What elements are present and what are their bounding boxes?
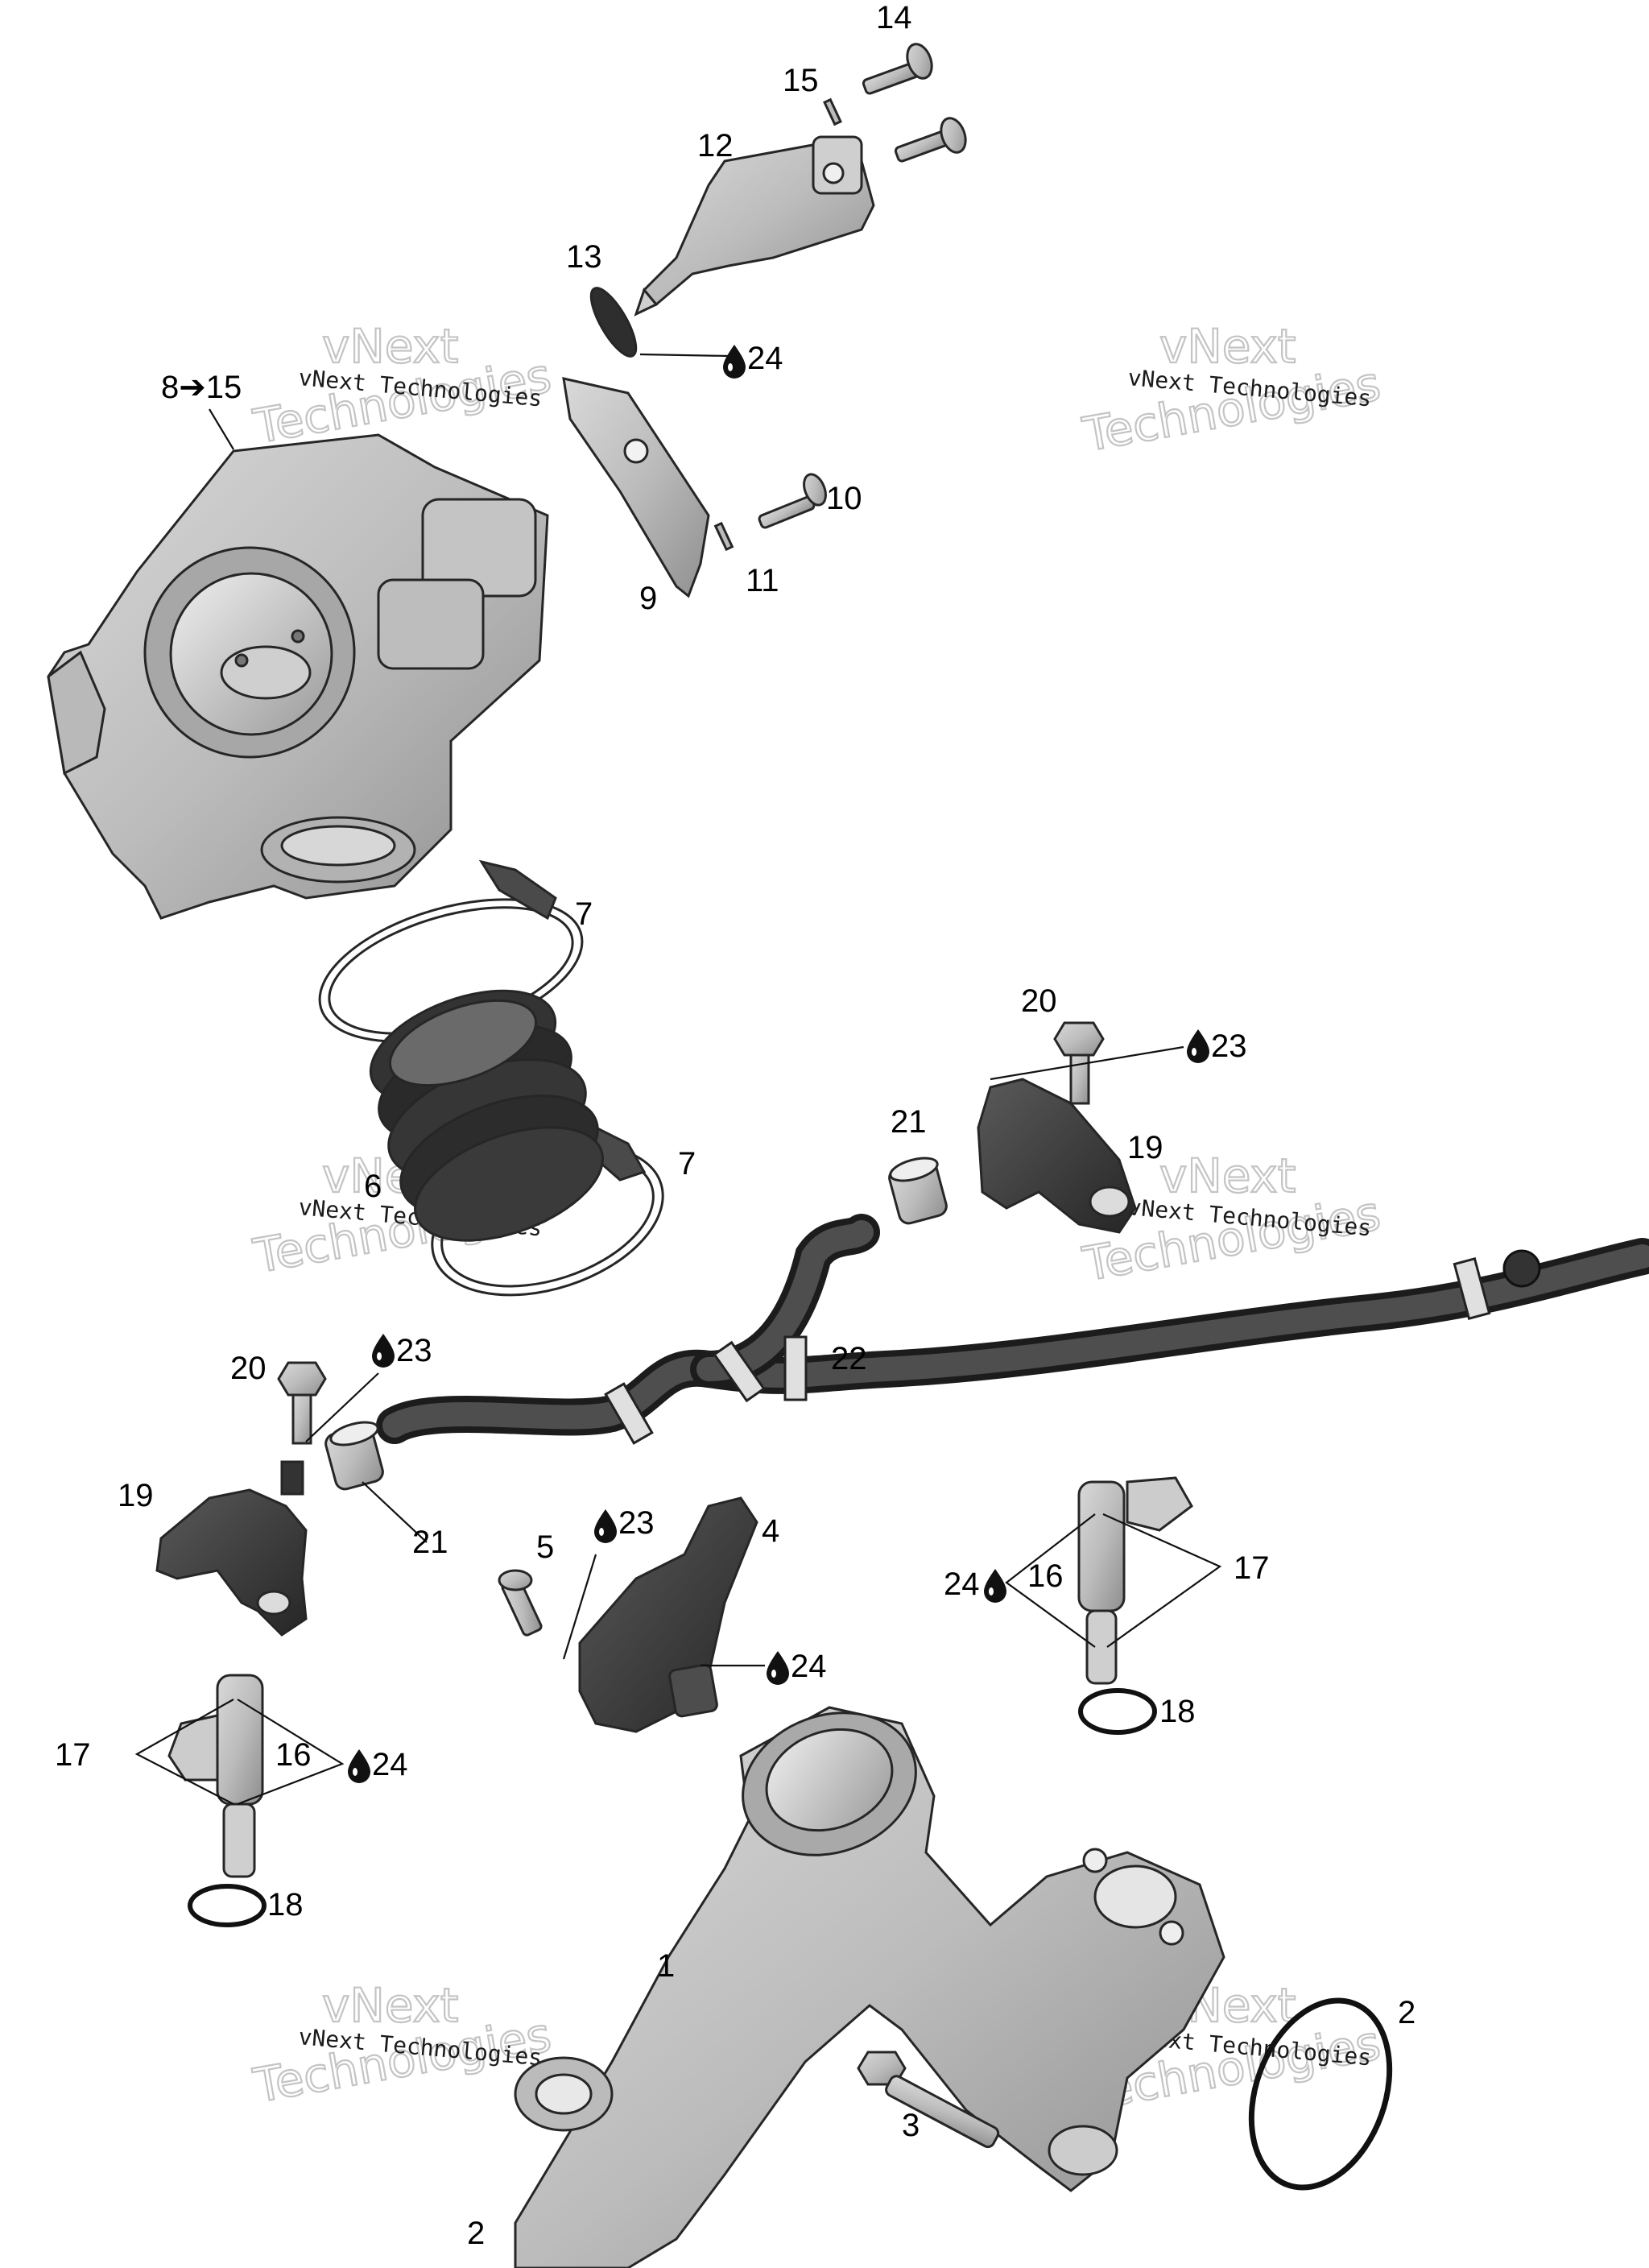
callout-24: 24 [791, 1649, 827, 1684]
oil-drop-icon-24d [348, 1749, 370, 1783]
bracket-19-upper [977, 1078, 1137, 1234]
callout-24: 24 [747, 341, 783, 376]
fuel-hose-22 [376, 1214, 1649, 1445]
fitting-21-lower [324, 1421, 384, 1491]
callout-6: 6 [364, 1169, 382, 1204]
callout-17: 17 [55, 1737, 91, 1773]
callout-20: 20 [230, 1351, 267, 1386]
bracket-19-lower [155, 1460, 308, 1637]
screw-5 [498, 1569, 543, 1637]
callout-19: 19 [118, 1478, 154, 1513]
callout-12: 12 [697, 128, 734, 163]
oil-drop-icon-24c [984, 1569, 1006, 1603]
sensor-4 [578, 1496, 758, 1733]
callout-23: 23 [618, 1505, 655, 1541]
callout-9: 9 [639, 581, 657, 616]
callout-22: 22 [831, 1341, 867, 1376]
o-ring-18-left [188, 1884, 267, 1927]
fitting-21-upper [888, 1157, 948, 1225]
callout-17: 17 [1234, 1550, 1270, 1586]
bolt-20-upper [1053, 1021, 1105, 1105]
watermark-bottom-left: vNext Technologies vNext Technologies [249, 1977, 556, 2114]
callout-23: 23 [1211, 1028, 1247, 1064]
callout-19: 19 [1127, 1130, 1163, 1165]
callout-24: 24 [372, 1747, 408, 1782]
callout-21: 21 [891, 1104, 927, 1140]
intake-boot-6 [369, 989, 604, 1242]
bolt-20-lower [277, 1361, 327, 1445]
spacer-11 [713, 521, 734, 552]
bolt-3 [857, 2051, 1000, 2149]
callout-23: 23 [396, 1333, 432, 1368]
callout-14: 14 [876, 0, 912, 35]
callout-5: 5 [536, 1529, 554, 1565]
screw-10 [758, 473, 827, 529]
oil-drop-icon-23b [372, 1334, 395, 1368]
callout-8-15: 8➔15 [161, 370, 242, 405]
washer-15 [823, 97, 842, 126]
callout-3: 3 [902, 2108, 920, 2143]
callout-16: 16 [275, 1737, 312, 1773]
watermark-brand: vNext [1159, 1148, 1296, 1203]
callout-7: 7 [678, 1146, 696, 1182]
oil-drop-icon-24a [723, 345, 746, 379]
callout-11: 11 [746, 563, 779, 598]
callout-15: 15 [783, 63, 819, 98]
injector-16-right [1077, 1476, 1193, 1685]
watermark-brand: vNext [1159, 319, 1296, 374]
callout-16: 16 [1027, 1558, 1064, 1594]
callout-18: 18 [1159, 1694, 1196, 1729]
callout-21: 21 [412, 1525, 448, 1560]
watermark-top-right: vNext Technologies vNext Technologies [1078, 318, 1386, 463]
watermark-top-left: vNext Technologies vNext Technologies [249, 318, 556, 455]
callout-2: 2 [467, 2216, 485, 2251]
intake-manifold-1 [514, 1706, 1225, 2268]
callout-7: 7 [575, 896, 593, 932]
callout-10: 10 [826, 481, 862, 516]
o-ring-18-right [1078, 1688, 1157, 1735]
adapter-plate-9 [562, 377, 710, 598]
callout-1: 1 [657, 1948, 675, 1984]
watermark-brand: vNext [322, 319, 458, 374]
screw-14 [862, 43, 967, 163]
oil-drop-icon-24b [767, 1651, 789, 1685]
leader-lines [134, 353, 1222, 1806]
throttle-body-8 [47, 433, 549, 920]
callout-24: 24 [944, 1566, 980, 1602]
callout-13: 13 [566, 239, 602, 275]
injector-16-left [167, 1674, 264, 1878]
o-ring-13 [589, 287, 638, 358]
callout-20: 20 [1021, 983, 1057, 1019]
idle-air-valve-12 [634, 135, 875, 317]
oil-drop-icon-23c [594, 1509, 617, 1543]
gasket-2 [1248, 1997, 1393, 2191]
oil-drop-icon-23a [1187, 1029, 1209, 1063]
callout-18: 18 [267, 1887, 304, 1922]
watermark-brand: vNext [322, 1978, 458, 2033]
callout-4: 4 [762, 1513, 779, 1549]
callout-2: 2 [1398, 1995, 1415, 2030]
callout-labels: 14 15 12 13 24 8➔15 10 9 11 7 20 23 21 1… [55, 0, 1415, 2251]
